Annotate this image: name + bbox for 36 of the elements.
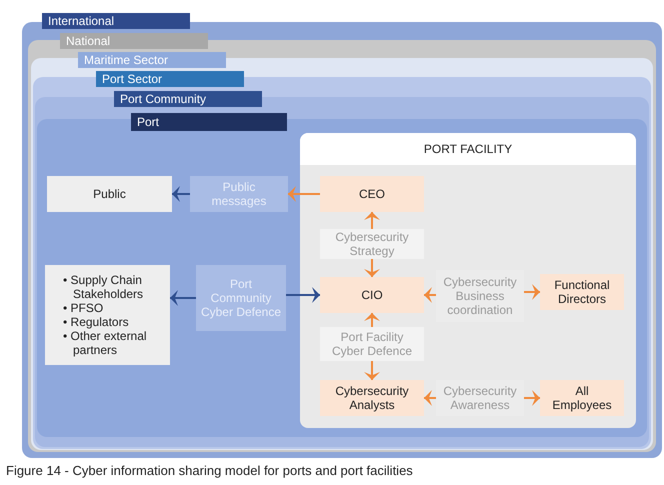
band-label: Port bbox=[131, 113, 287, 131]
chevron-arrow bbox=[364, 313, 380, 327]
role-box: All Employees bbox=[540, 380, 624, 416]
partner-list-box bbox=[45, 265, 170, 365]
chevron-arrow bbox=[286, 287, 320, 303]
band-label: Port Community bbox=[114, 91, 262, 107]
chevron-arrow bbox=[524, 284, 540, 300]
panel-heading: PORT FACILITY bbox=[424, 142, 512, 156]
message-box: Port Community Cyber Defence bbox=[196, 265, 286, 331]
message-box: Port Facility Cyber Defence bbox=[320, 327, 424, 361]
chevron-arrow bbox=[288, 186, 320, 202]
list-item: • Supply Chain Stakeholders bbox=[63, 273, 144, 301]
message-box: Cybersecurity Strategy bbox=[320, 229, 424, 259]
list-item: • PFSO bbox=[63, 301, 104, 315]
role-box: CEO bbox=[320, 176, 424, 212]
chevron-arrow bbox=[424, 390, 436, 406]
band-label: International bbox=[42, 13, 190, 29]
band-label: Port Sector bbox=[96, 71, 244, 87]
chevron-arrow bbox=[364, 212, 380, 229]
role-box: Functional Directors bbox=[540, 274, 624, 310]
chevron-arrow bbox=[172, 186, 190, 202]
facility-panel bbox=[300, 133, 636, 428]
chevron-arrow bbox=[364, 259, 380, 277]
role-box: CIO bbox=[320, 277, 424, 313]
list-item: • Regulators bbox=[63, 315, 130, 329]
list-item: • Other external partners bbox=[63, 329, 148, 357]
role-box: Cybersecurity Analysts bbox=[320, 380, 424, 416]
chevron-arrow bbox=[364, 361, 380, 380]
chevron-arrow bbox=[170, 290, 196, 306]
message-box: Public messages bbox=[190, 176, 288, 212]
chevron-arrow bbox=[524, 390, 540, 406]
band-label: Maritime Sector bbox=[78, 52, 226, 68]
figure-caption: Figure 14 - Cyber information sharing model for ports and port facilities bbox=[6, 463, 413, 478]
band-label: National bbox=[60, 33, 208, 49]
chevron-arrow bbox=[424, 287, 436, 303]
entity-box: Public bbox=[47, 176, 172, 212]
